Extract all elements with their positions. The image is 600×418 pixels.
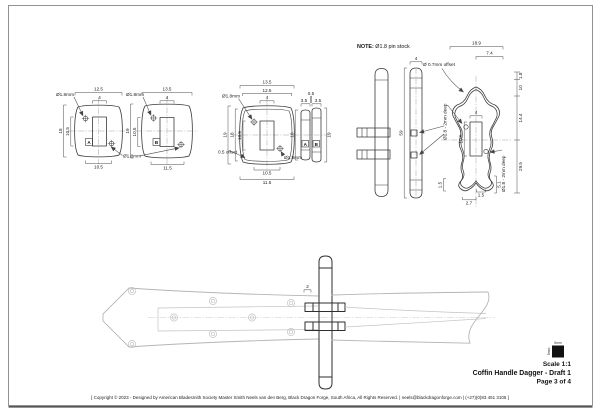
- dim-plate-b-slot-height: 10.5: [132, 127, 137, 136]
- guard-bar-view: [356, 68, 391, 197]
- dim-stack-slot-height: 10.5: [237, 131, 242, 140]
- dim-profile-width: 18.9: [472, 41, 481, 46]
- profile-pin-depth-label: Ø1.8 - 2mm deep: [501, 155, 506, 192]
- scale-swatch: [552, 345, 564, 358]
- pin-dia-label: Ø1.8mm: [284, 155, 302, 160]
- scale-text: Scale 1:1: [543, 361, 572, 368]
- plate-b-view: B 13.5 4 19 10.5 11.5 Ø1.8mm Ø1.8mm: [110, 87, 198, 171]
- pin-hole: [81, 114, 90, 123]
- dim-plate-a-width: 12.5: [94, 87, 103, 92]
- pin-dia-label: Ø1.8mm: [56, 92, 74, 97]
- pin-hole: [177, 140, 185, 149]
- pin-dia-label-shared: Ø1.8mm: [123, 154, 141, 159]
- assembly-guard: 2: [303, 255, 346, 390]
- plate-b-letter: B: [155, 140, 159, 145]
- handle-profile-view: 18.9 7.4 4 10.5 1.8 10 14.4 29.5 Ø 0.7mm…: [423, 41, 523, 207]
- dim-plate-b-pin-span: 11.5: [163, 166, 172, 171]
- dim-stack-slot-width: 4: [266, 95, 269, 100]
- title-block: 5mm 5mm Scale 1:1 Coffin Handle Dagger -…: [473, 341, 572, 386]
- dim-stack-inner-height: 18: [230, 132, 235, 138]
- stack-view: 13.5 12.5 4 19 18 10.5 10.5 11.5 Ø1.8mm …: [218, 80, 330, 185]
- dim-plate-a-slot-height: 10.5: [65, 127, 70, 136]
- side-letter-b: B: [315, 142, 319, 147]
- dim-profile-seg4: 29.5: [518, 162, 523, 171]
- dim-plate-a-height: 18: [58, 128, 63, 134]
- dim-stack-span-outer: 11.5: [263, 180, 272, 185]
- side-letter-a: A: [304, 142, 308, 147]
- dim-side-thickness-1: 3.5: [301, 98, 308, 103]
- note-body: Ø1.8 pin stock: [374, 44, 410, 50]
- dim-profile-slot-height: 10.5: [458, 134, 463, 143]
- dim-plate-b-slot-width: 4: [166, 95, 169, 100]
- dim-plate-b-height: 19: [125, 128, 130, 134]
- drawing-title: Coffin Handle Dagger - Draft 1: [473, 370, 572, 377]
- offset-label: 0.5 offset: [218, 150, 238, 155]
- plate-a-view: A 12.5 4 18 10.5 10.5 Ø1.8mm: [56, 87, 129, 170]
- page-number: Page 3 of 4: [537, 379, 572, 386]
- copyright-footer: [ Copyright © 2023 - Designed by America…: [91, 394, 509, 400]
- pin-hole: [463, 124, 469, 130]
- dim-plate-a-slot-width: 4: [98, 95, 101, 100]
- dim-plate-a-pin-span: 10.5: [94, 165, 103, 170]
- dim-profile-inner-width: 7.4: [486, 51, 493, 56]
- pin-hole: [107, 139, 116, 148]
- dim-profile-notch-width: 2.7: [466, 201, 473, 206]
- plate-a-letter: A: [87, 140, 91, 145]
- dim-profile-foot-inner: 1.5: [478, 193, 485, 198]
- dim-profile-foot-left: 1.5: [438, 181, 443, 188]
- scale-swatch-label-top: 5mm: [554, 341, 562, 345]
- scale-swatch-label-side: 5mm: [547, 348, 551, 356]
- dim-profile-foot-height: 5.1: [497, 181, 502, 188]
- dim-profile-seg2: 10: [518, 85, 523, 91]
- dim-guard-offset: 2: [306, 284, 309, 289]
- pin-dia-label: Ø1.8mm: [222, 94, 240, 99]
- dim-profile-seg1: 1.8: [518, 72, 523, 79]
- pin-hole: [250, 118, 258, 126]
- dim-profile-seg3: 14.4: [518, 113, 523, 122]
- dim-side-height-right: 19: [327, 132, 332, 138]
- pin-hole: [483, 149, 489, 155]
- pin-hole: [149, 114, 158, 122]
- dim-plate-b-width: 13.5: [163, 87, 172, 92]
- assembly-blade: [331, 291, 490, 344]
- dim-pinbar-width: 4: [415, 56, 418, 61]
- dim-stack-outer-width: 13.5: [263, 80, 272, 85]
- note-label: NOTE:: [357, 44, 374, 50]
- page-border: [8, 5, 593, 406]
- dim-side-thickness-2: 3.5: [315, 98, 322, 103]
- note-text: NOTE: Ø1.8 pin stock: [357, 44, 410, 50]
- profile-offset-label: Ø 0.7mm offset: [423, 62, 456, 67]
- dim-side-gap: 0.5: [308, 91, 315, 96]
- pin-dia-label: Ø1.8mm: [126, 92, 144, 97]
- dim-stack-inner-width: 12.5: [263, 88, 272, 93]
- dim-side-height-left: 18: [290, 132, 295, 138]
- pin-bar-view: 4 59 Ø1.8 - 2mm deep: [399, 56, 463, 199]
- dim-stack-outer-height: 19: [222, 132, 227, 138]
- dim-pinbar-length: 59: [399, 130, 404, 136]
- handle-rivet-holes: [128, 287, 295, 348]
- pin-hole: [276, 144, 284, 153]
- dim-profile-slot-width: 4: [475, 110, 478, 115]
- assembly-view: 2: [102, 255, 495, 390]
- stack-side-view: A B 3.5 0.5 3.5 18 19: [290, 91, 332, 163]
- dim-stack-span-inner: 10.5: [263, 171, 272, 176]
- pin-depth-label: Ø1.8 - 2mm deep: [443, 103, 448, 140]
